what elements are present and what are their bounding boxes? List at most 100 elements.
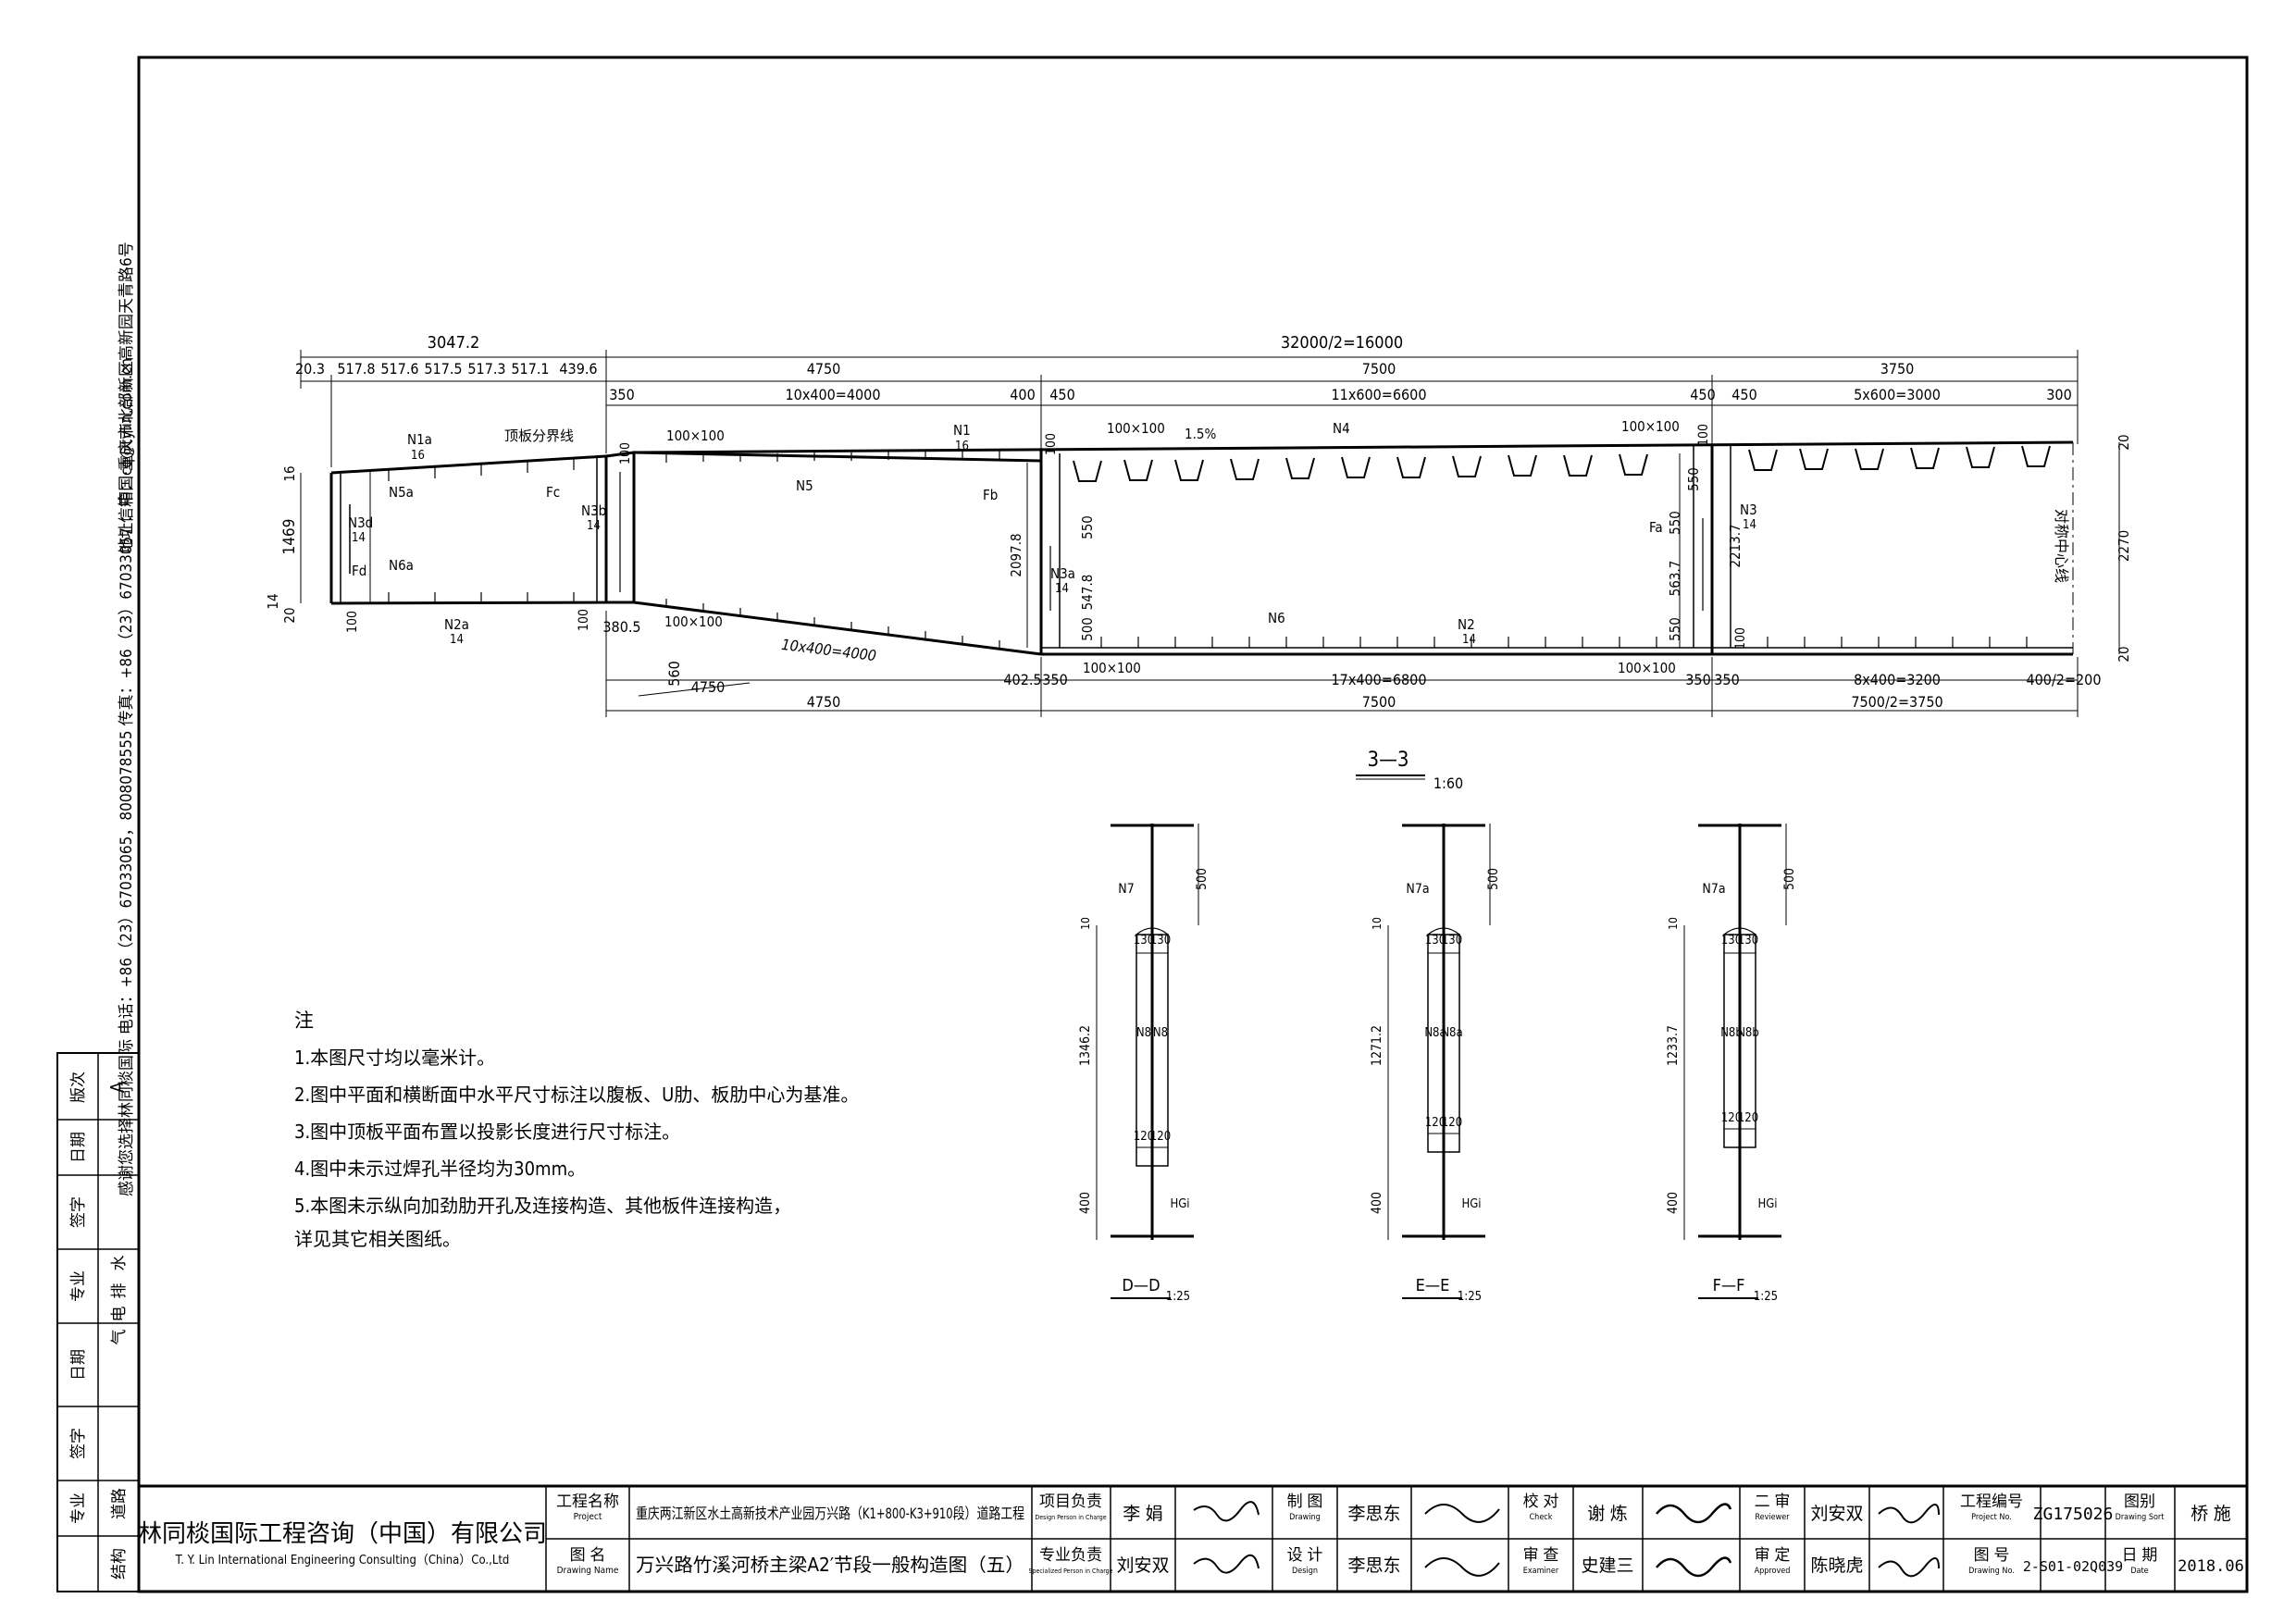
label-N1a: N1a: [407, 431, 432, 448]
dim-550d: 550: [1685, 467, 1702, 491]
approver-name: 陈晓虎: [1810, 1555, 1863, 1576]
dim-2270: 2270: [2116, 530, 2132, 562]
rev-label: 二 审: [1755, 1493, 1791, 1511]
dimension-lines: [300, 350, 2120, 717]
gas-label: 气: [110, 1330, 129, 1345]
dim-total-right: 32000/2=16000: [1281, 333, 1403, 353]
sort-label-en: Drawing Sort: [2116, 1513, 2165, 1522]
dim-8x400: 8x400=3200: [1854, 671, 1941, 688]
reviewer-name: 刘安双: [1810, 1504, 1863, 1524]
project-no: ZG175026: [2033, 1505, 2114, 1524]
proj-label-en: Project: [574, 1512, 602, 1522]
section-dim-w3: 120: [1425, 1116, 1446, 1130]
section-dim-t10: 10: [1371, 917, 1384, 930]
sign-label: 签字: [69, 1196, 88, 1228]
section-33-scale: 1:60: [1433, 774, 1463, 792]
sign-column: 版次 A 日期 签字 专业 水 排 电 气 日期 签字 专业 道路 结构: [56, 1052, 140, 1592]
dim-b4750: 4750: [807, 693, 841, 711]
appr-label-en: Approved: [1755, 1567, 1791, 1576]
dim-11x600: 11x600=6600: [1332, 386, 1427, 403]
project-name: 重庆两江新区水土高新技术产业园万兴路（K1+800-K3+910段）道路工程: [636, 1505, 1024, 1522]
label-N3a: N3a: [1050, 565, 1075, 582]
section-dim-bottom: 400: [1666, 1192, 1681, 1214]
section-label-nmid-r: N8: [1153, 1026, 1168, 1040]
road-label: 道路: [110, 1488, 129, 1519]
dim-seg-1: 20.3: [295, 360, 325, 378]
dim-seg-4: 517.5: [424, 360, 462, 378]
label-N5a: N5a: [389, 484, 414, 501]
dim-547: 547.8: [1079, 575, 1096, 611]
examiner-name: 史建三: [1581, 1555, 1633, 1576]
sm-name: 刘安双: [1116, 1555, 1169, 1576]
note-2: 2.图中平面和横断面中水平尺寸标注以腹板、U肋、板肋中心为基准。: [294, 1084, 859, 1106]
label-N2a: N2a: [444, 616, 469, 633]
label-N2-t: 14: [1462, 633, 1476, 647]
label-N3d-t: 14: [352, 531, 366, 545]
section-label-ntop: N7a: [1406, 882, 1429, 897]
struct-label: 结构: [110, 1548, 129, 1580]
address-vertical: 地址：中国·重庆市北部新区高新园天青路6号: [118, 242, 136, 554]
inner-frame: [137, 56, 2249, 1593]
note-1: 1.本图尺寸均以毫米计。: [294, 1047, 495, 1069]
notes-heading: 注: [294, 1010, 314, 1032]
dim-563: 563.7: [1667, 561, 1683, 597]
label-N6: N6: [1268, 610, 1285, 626]
signature-sm: [1193, 1554, 1260, 1574]
dim-3750: 3750: [1880, 360, 1915, 378]
label-box6: 100×100: [1618, 660, 1676, 676]
section-dim-w2: 130: [1442, 934, 1462, 948]
section-dim-top: 500: [1486, 868, 1501, 890]
dim-5x600: 5x600=3000: [1854, 386, 1941, 403]
pm-label: 项目负责: [1039, 1493, 1102, 1511]
dim-20c: 20: [2116, 646, 2132, 662]
label-box1: 100×100: [666, 427, 725, 444]
section-label-nmid-r: N8b: [1737, 1026, 1759, 1040]
label-N2a-t: 14: [450, 633, 464, 647]
dim-4750: 4750: [807, 360, 841, 378]
sign2-label: 签字: [69, 1428, 88, 1459]
dim-2213: 2213.7: [1727, 524, 1744, 567]
section-dim-w1: 130: [1134, 934, 1154, 948]
exam-label-en: Examiner: [1523, 1567, 1559, 1576]
signature-checker: [1656, 1503, 1732, 1524]
section-dim-w4: 120: [1738, 1111, 1758, 1125]
draw-label: 制 图: [1287, 1493, 1323, 1511]
sm-label-en: Specialized Person in Charge: [1028, 1567, 1112, 1575]
section-title: D—D: [1122, 1276, 1160, 1295]
section-dim-t10: 10: [1667, 917, 1680, 930]
label-N3-t: 14: [1743, 518, 1756, 532]
dim-300: 300: [2046, 386, 2071, 403]
dim-b7500-2: 7500/2=3750: [1851, 693, 1942, 711]
section-label-ntop: N7: [1118, 882, 1134, 897]
dim-100e: 100: [1696, 424, 1711, 446]
section-scale: 1:25: [1166, 1290, 1190, 1304]
dim-14: 14: [265, 593, 281, 609]
section-dim-w2: 130: [1150, 934, 1171, 948]
date-label: 日 期: [2122, 1546, 2158, 1565]
section-dim-w3: 120: [1134, 1130, 1154, 1144]
dim-560: 560: [665, 661, 683, 686]
dim-350c: 350: [1714, 671, 1739, 688]
rev-label-en: Reviewer: [1755, 1513, 1790, 1522]
dim-380: 380.5: [602, 618, 640, 636]
label-N1-t: 16: [955, 440, 969, 453]
label-N4: N4: [1333, 420, 1350, 437]
designer-name: 李思东: [1347, 1555, 1400, 1576]
dim-seg-2: 517.8: [337, 360, 375, 378]
dim-350a: 350: [1042, 671, 1067, 688]
pm-name: 李 娟: [1123, 1504, 1162, 1524]
section-dim-w4: 120: [1150, 1130, 1171, 1144]
dno-label-en: Drawing No.: [1968, 1567, 2015, 1576]
dimension-texts: 3047.2 32000/2=16000 20.3 517.8 517.6 51…: [265, 333, 2132, 711]
dwg-label: 图 名: [570, 1546, 606, 1565]
dim-402: 402.5: [1003, 671, 1041, 688]
checker-name: 谢 炼: [1587, 1504, 1627, 1524]
label-box4: 100×100: [1083, 660, 1141, 676]
date-value: 2018.06: [2178, 1557, 2244, 1576]
pm-label-en: Design Person in Charge: [1035, 1514, 1106, 1521]
water-label: 水: [110, 1256, 129, 1271]
label-N6a: N6a: [389, 557, 414, 574]
dim-17x400: 17x400=6800: [1332, 671, 1427, 688]
section-2: 5001271.240010N7a130130N8aN8a120120HGiE—…: [1370, 824, 1501, 1304]
label-N5: N5: [796, 477, 813, 494]
